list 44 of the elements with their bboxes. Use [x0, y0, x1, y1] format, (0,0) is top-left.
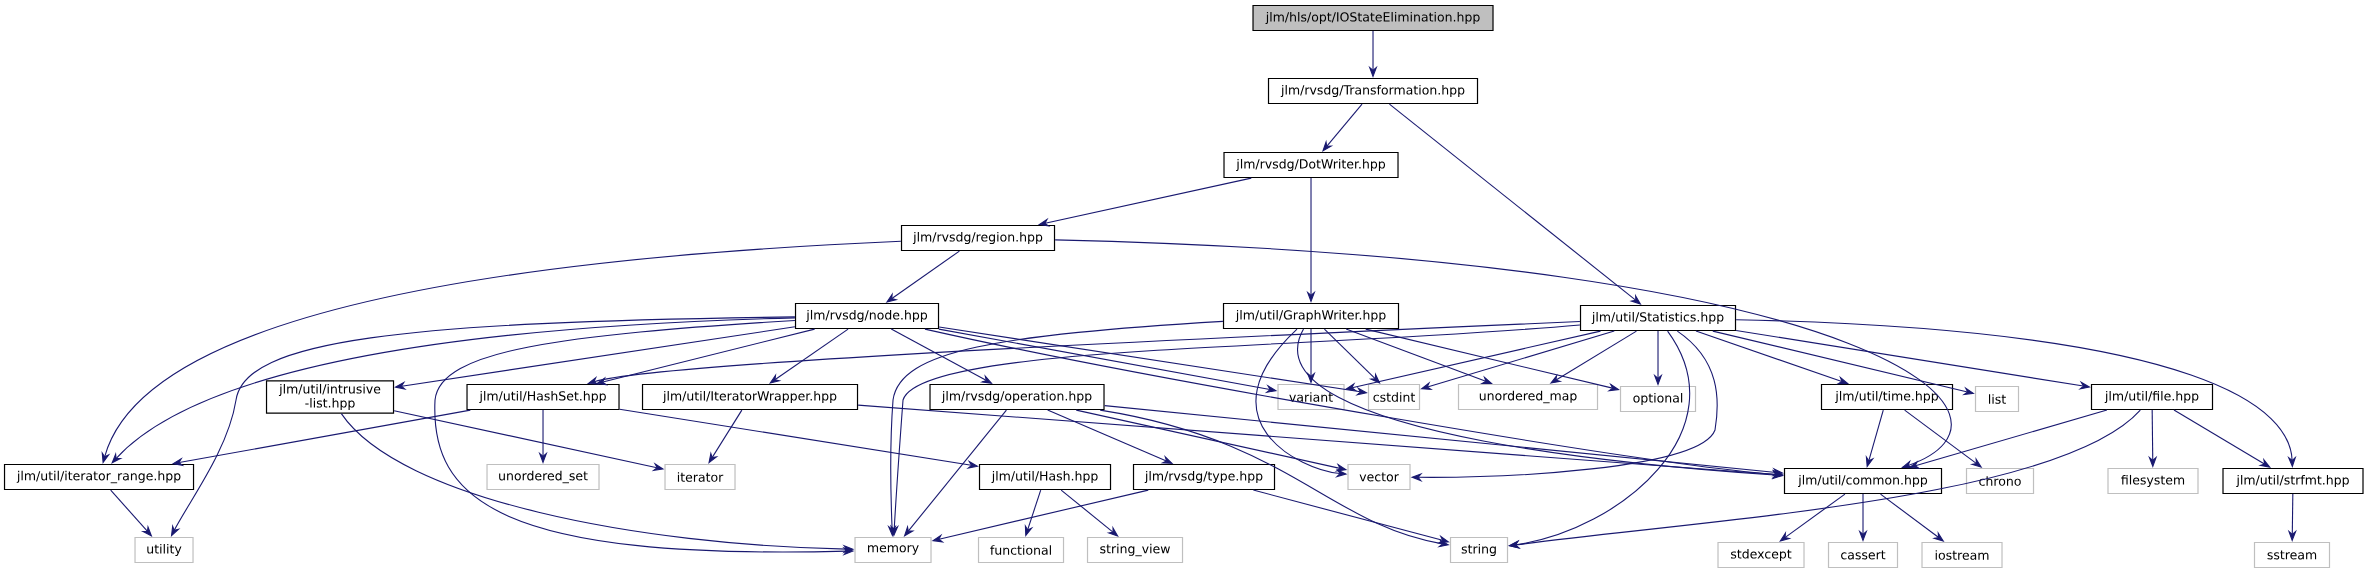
- file-box: jlm/rvsdg/DotWriter.hpp: [1223, 151, 1399, 179]
- file-box: jlm/rvsdg/operation.hpp: [929, 383, 1105, 411]
- file-box: jlm/rvsdg/node.hpp: [794, 302, 940, 330]
- header-box: functional: [977, 536, 1065, 564]
- header-box: sstream: [2253, 541, 2331, 569]
- header-box: cstdint: [1367, 383, 1421, 411]
- arrow: [1322, 103, 1363, 152]
- file-box: jlm/util/GraphWriter.hpp: [1222, 302, 1400, 330]
- header-box: list: [1974, 385, 2020, 413]
- header-box: memory: [854, 536, 932, 564]
- arrow: [2173, 409, 2271, 468]
- header-box: cassert: [1827, 541, 1899, 569]
- file-box: jlm/util/intrusive -list.hpp: [265, 380, 395, 414]
- arrow: [708, 409, 743, 464]
- arrow: [1060, 489, 1119, 537]
- header-box: unordered_set: [486, 463, 600, 491]
- file-box: jlm/rvsdg/region.hpp: [900, 224, 1056, 252]
- file-box: jlm/util/common.hpp: [1783, 467, 1943, 495]
- header-box: optional: [1619, 385, 1697, 413]
- header-box: vector: [1347, 463, 1411, 491]
- file-box: jlm/util/HashSet.hpp: [466, 383, 620, 411]
- file-box: jlm/util/iterator_range.hpp: [3, 463, 195, 491]
- header-box: iostream: [1921, 541, 2003, 569]
- file-box: jlm/util/Statistics.hpp: [1579, 304, 1737, 332]
- file-box: jlm/util/IteratorWrapper.hpp: [641, 383, 859, 411]
- header-box: variant: [1277, 383, 1345, 411]
- file-box: jlm/util/Hash.hpp: [978, 463, 1112, 491]
- file-box: jlm/rvsdg/Transformation.hpp: [1267, 77, 1479, 105]
- header-box: chrono: [1965, 467, 2035, 495]
- file-box: jlm/util/file.hpp: [2090, 383, 2214, 411]
- file-box: jlm/util/strfmt.hpp: [2222, 467, 2364, 495]
- header-box: iterator: [664, 463, 736, 491]
- arrow: [1054, 239, 1950, 469]
- file-box: jlm/hls/opt/IOStateElimination.hpp: [1252, 4, 1494, 32]
- header-box: utility: [134, 536, 194, 564]
- file-box: jlm/rvsdg/type.hpp: [1132, 463, 1276, 491]
- header-box: filesystem: [2107, 467, 2199, 495]
- header-box: unordered_map: [1457, 383, 1599, 411]
- file-box: jlm/util/time.hpp: [1820, 383, 1954, 411]
- header-box: string_view: [1086, 536, 1184, 564]
- header-box: stdexcept: [1717, 541, 1805, 569]
- header-box: string: [1449, 536, 1509, 564]
- arrow: [111, 317, 796, 464]
- arrow: [1779, 493, 1846, 542]
